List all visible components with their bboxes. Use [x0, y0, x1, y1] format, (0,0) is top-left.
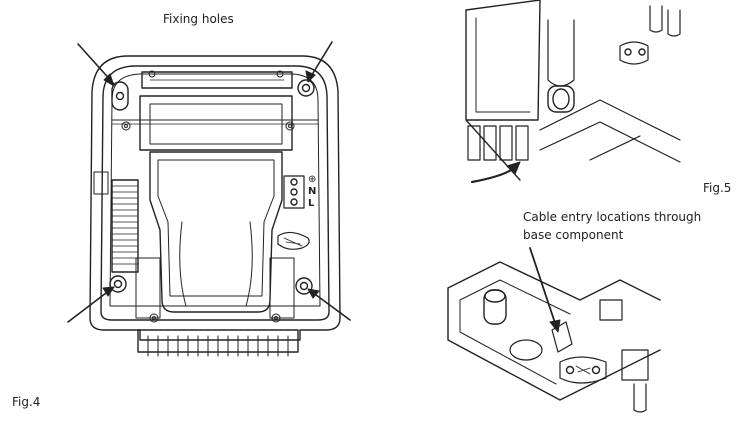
fixing-hole-bottom-right — [295, 277, 313, 295]
fixing-holes-caption: Fixing holes — [163, 12, 234, 26]
body-flute-right — [245, 221, 253, 307]
earth-terminal-label: ⊕ — [308, 174, 316, 185]
fixing-hole-bottom-left-centre — [113, 279, 123, 289]
unit-inner-rim-2 — [109, 73, 321, 307]
cable-entry-caption: Cable entry locations through base compo… — [523, 208, 701, 244]
bottom-base-inner — [459, 279, 571, 385]
fig4-unit-drawing — [67, 41, 351, 357]
cable-entry-arrow-bottom — [529, 247, 557, 327]
bottom-well — [509, 339, 543, 361]
bottom-post-top — [484, 289, 506, 303]
top-floor-edge — [539, 99, 681, 163]
fixing-hole-arrows — [67, 41, 351, 323]
cable-entry-arrow-top — [470, 166, 516, 184]
fixing-hole-top-right — [297, 79, 315, 97]
right-cable-clamp-coil — [283, 237, 303, 247]
bottom-clip-screw-2 — [591, 365, 601, 375]
comb-teeth — [147, 335, 289, 357]
heatsink-ribs — [111, 185, 139, 265]
upper-cover-inner — [149, 103, 283, 145]
bottom-cable-slot — [551, 321, 573, 353]
bottom-clip-coil — [575, 365, 591, 375]
terminal-block — [283, 175, 305, 209]
left-heatsink — [111, 179, 139, 273]
left-lower-panel — [135, 257, 161, 319]
bottom-connector — [599, 299, 623, 321]
left-cable-tie — [93, 171, 109, 195]
terminal-screw-1 — [290, 178, 298, 186]
fixing-hole-bottom-right-centre — [299, 281, 309, 291]
fig5-top-detail — [458, 0, 686, 184]
top-cylinder — [547, 85, 575, 113]
top-post — [547, 19, 575, 87]
right-lower-panel — [269, 257, 295, 319]
bottom-relay — [621, 349, 649, 381]
cable-entry-arrow-bottom-head — [549, 319, 561, 333]
fig5-top-frame — [458, 0, 686, 184]
terminal-screw-2 — [290, 188, 298, 196]
bottom-clip-screw-1 — [565, 365, 575, 375]
fixing-hole-top-left — [111, 81, 129, 111]
fig5-bottom-detail — [447, 247, 661, 413]
top-clip — [619, 41, 649, 65]
top-capacitor-1 — [649, 5, 663, 33]
bottom-base-wall — [447, 261, 661, 401]
fixing-hole-top-left-centre — [115, 91, 125, 101]
body-screws — [121, 70, 295, 323]
body-flute-left — [179, 221, 187, 307]
top-clip-screw-2 — [638, 48, 646, 56]
top-housing-wall — [465, 0, 541, 181]
fig5-caption: Fig.5 — [703, 181, 732, 195]
cable-entry-arrow-top-head — [506, 161, 521, 175]
top-capacitor-2 — [667, 9, 681, 37]
bottom-post — [483, 289, 507, 325]
top-housing-inner — [475, 17, 531, 113]
cable-entry-caption-line1: Cable entry locations through — [523, 210, 702, 224]
top-cylinder-end — [552, 88, 570, 110]
neutral-terminal-label: N — [308, 186, 316, 197]
top-cable-slots — [467, 125, 529, 161]
right-cable-clamp — [277, 231, 310, 250]
unit-inner-rim — [100, 65, 330, 321]
live-terminal-label: L — [308, 198, 315, 209]
upper-cover — [139, 95, 293, 151]
top-clip-screw-1 — [624, 48, 632, 56]
unit-outer-shell — [89, 55, 341, 341]
fig4-caption: Fig.4 — [12, 395, 41, 409]
terminal-screw-3 — [290, 198, 298, 206]
bottom-capacitor — [633, 383, 647, 413]
cable-entry-caption-line2: base component — [523, 228, 624, 242]
top-bracket — [141, 71, 293, 89]
central-body-inner — [157, 159, 275, 297]
fixing-hole-top-right-centre — [301, 83, 311, 93]
fixing-hole-bottom-left — [109, 275, 127, 293]
bottom-clip — [559, 356, 607, 384]
